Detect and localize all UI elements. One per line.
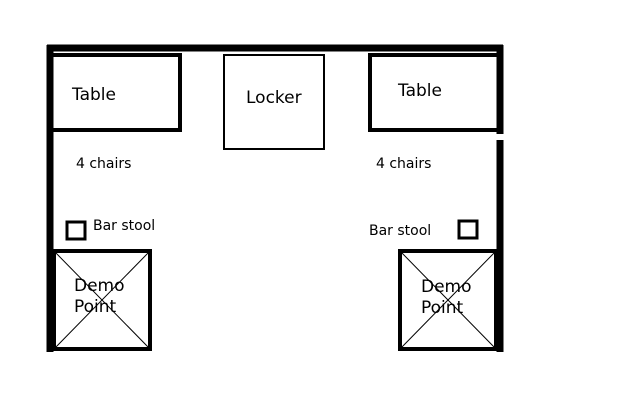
demo-point-left: Demo Point [52,249,152,351]
table-right: Table [368,53,498,132]
demo-point-right-diagonal-b [399,250,497,350]
bar-stool-left: Bar stool [65,218,155,241]
table-left-outline [52,53,182,132]
chairs-left-label: 4 chairs [76,156,131,172]
demo-point-left-diagonal-b [53,250,151,350]
table-left-label: Table [71,85,116,105]
demo-point-left-label-2: Point [74,297,117,317]
table-right-label: Table [397,81,442,101]
bar-stool-left-label: Bar stool [93,218,155,234]
locker: Locker [223,54,325,150]
chairs-right-label: 4 chairs [376,156,431,172]
walls [46,44,504,352]
table-left: Table [52,53,182,132]
bar-stool-right-label: Bar stool [369,223,431,239]
demo-point-left-outline [52,249,152,351]
table-right-outline [368,53,498,132]
bar-stool-right-icon [457,219,479,240]
bar-stool-left-icon [65,220,87,241]
bar-stool-right: Bar stool [369,219,479,240]
demo-point-right-label-1: Demo [421,277,472,297]
demo-point-right-outline [398,249,498,351]
locker-outline [223,54,325,150]
locker-label: Locker [246,88,302,108]
demo-point-right: Demo Point [398,249,498,351]
demo-point-right-label-2: Point [421,298,464,318]
demo-point-left-label-1: Demo [74,276,125,296]
